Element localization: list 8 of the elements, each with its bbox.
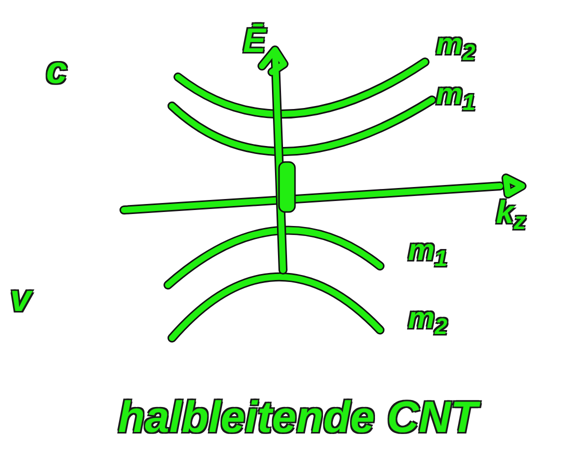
band-label: m$_{2}$: [408, 304, 448, 334]
band-label: m$_{1}$: [436, 80, 476, 110]
band-label: m$_{2}$: [436, 30, 476, 60]
energy-axis-label: Ē: [243, 24, 266, 58]
valence-band-label: v: [10, 280, 32, 318]
wavevector-axis-label: k$_{z}$: [496, 196, 526, 228]
conduction-band-label: c: [46, 52, 68, 90]
band-label: m$_{1}$: [408, 236, 448, 266]
